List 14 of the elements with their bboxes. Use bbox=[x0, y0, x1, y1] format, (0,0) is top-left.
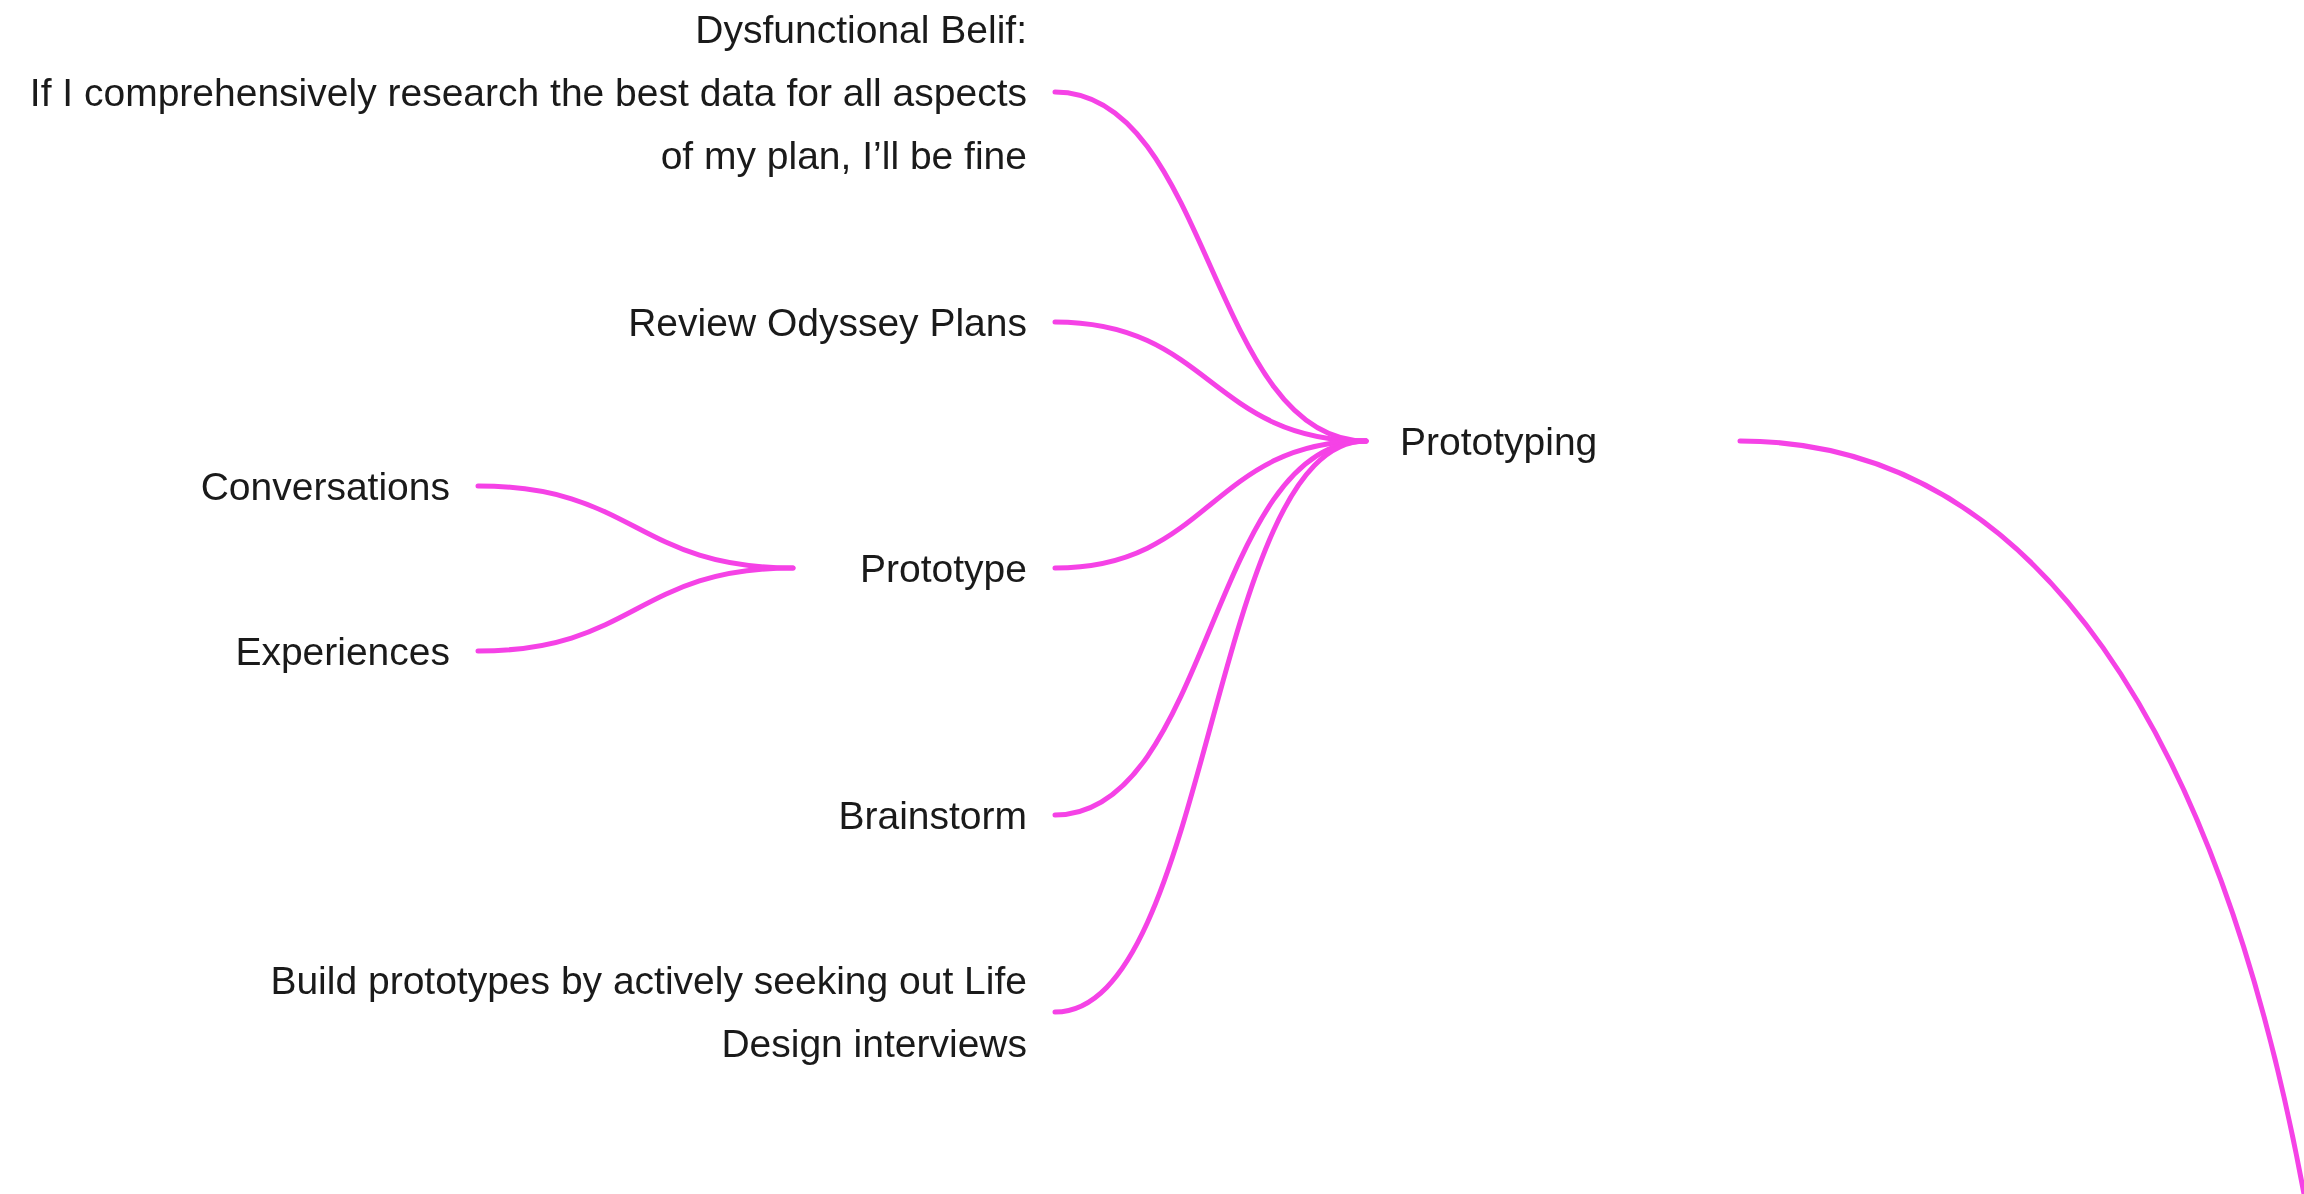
topic-text: Experiences bbox=[234, 628, 450, 675]
connector-line bbox=[475, 483, 796, 571]
topic-text: Prototype bbox=[859, 545, 1027, 592]
topic-text: Review Odyssey Plans bbox=[627, 299, 1027, 346]
connector-line bbox=[1052, 438, 1369, 1015]
topic-text: Brainstorm bbox=[837, 792, 1027, 839]
connector-line bbox=[1737, 438, 2304, 1194]
topic-text: Build prototypes by actively seeking out Life Design interviews bbox=[269, 958, 1027, 1067]
topic-text: If I comprehensively research the best data for all aspects of my plan, I’ll be fine bbox=[28, 69, 1027, 179]
connector-line bbox=[1052, 319, 1369, 444]
topic-text: Conversations bbox=[199, 463, 450, 510]
connector-line bbox=[475, 565, 796, 654]
topic-text: Prototyping bbox=[1400, 418, 1599, 465]
topic-text: Dysfunctional Belif: bbox=[694, 6, 1027, 53]
